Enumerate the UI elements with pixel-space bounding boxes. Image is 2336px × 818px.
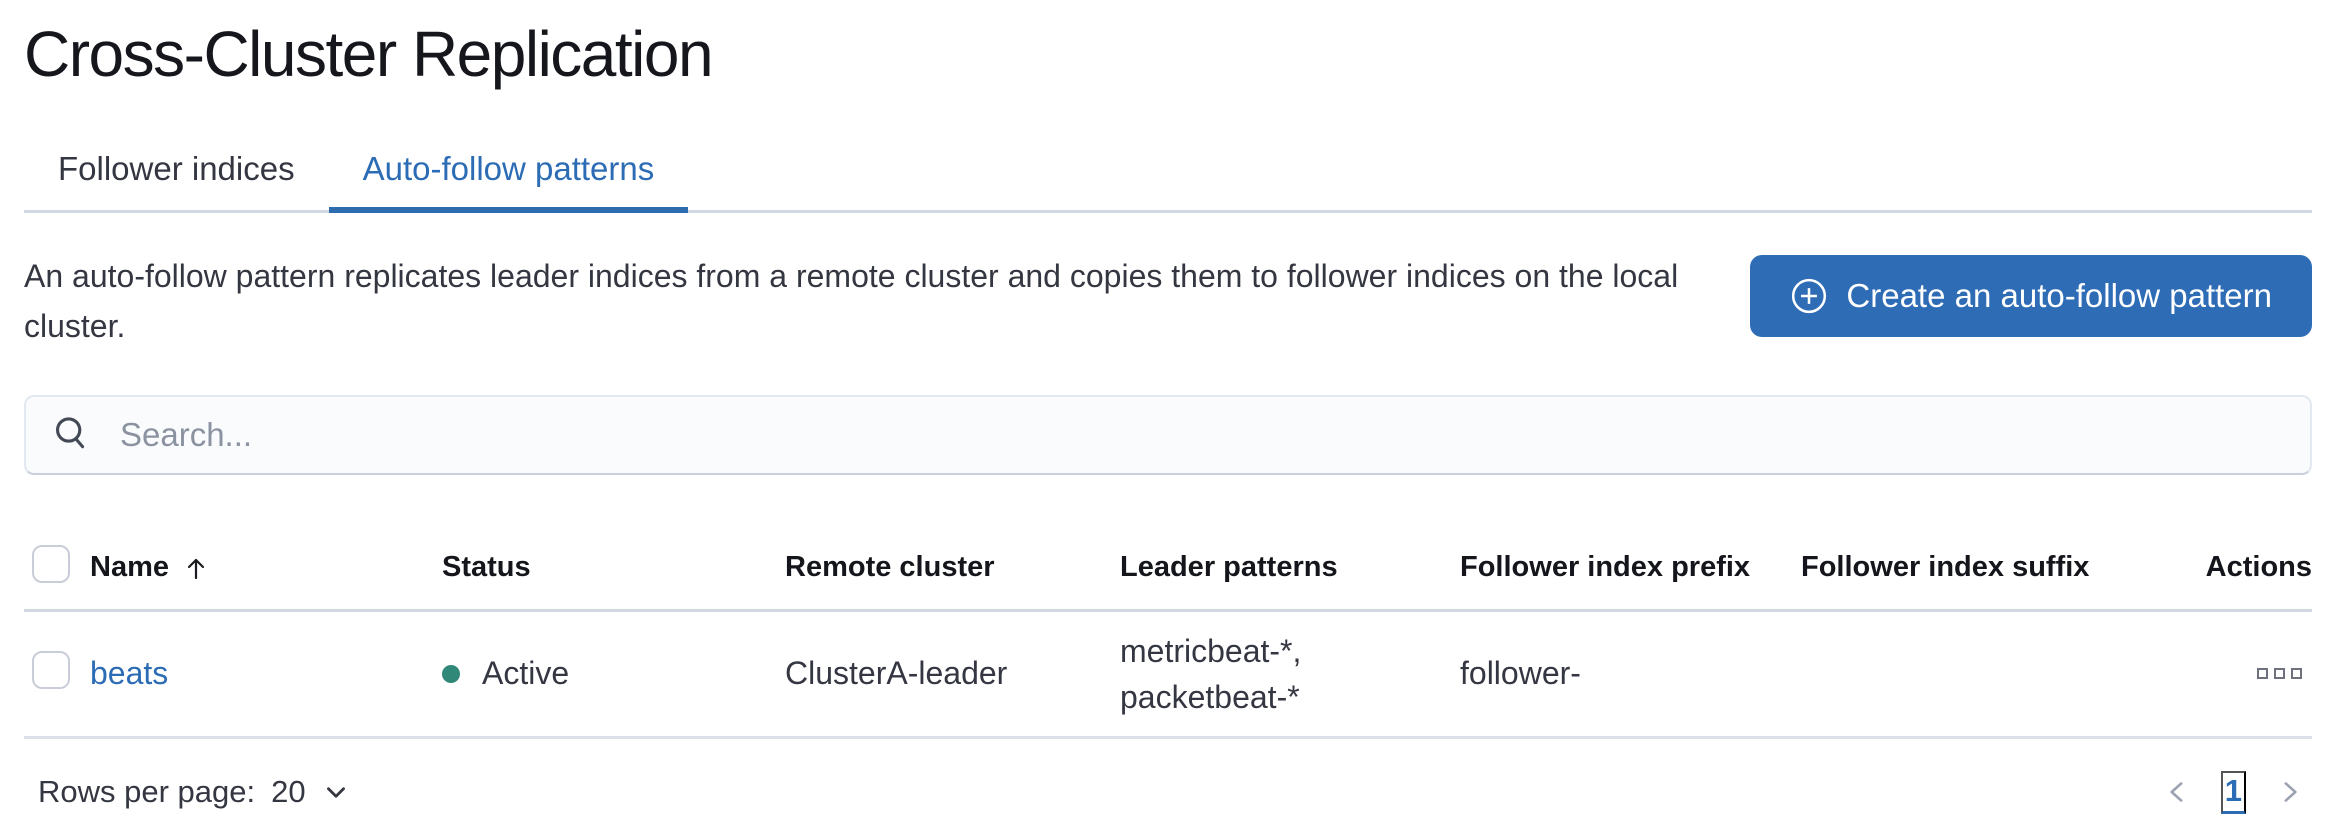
page-title: Cross-Cluster Replication (24, 18, 714, 90)
select-all-checkbox-cell (24, 544, 90, 591)
row-checkbox-cell (24, 650, 90, 697)
status-active-dot-icon (442, 664, 460, 683)
description-text: An auto-follow pattern replicates leader… (24, 257, 1679, 344)
table-header-row: Name Status Remote cluster Leader patter… (24, 533, 2312, 612)
search-input[interactable] (118, 414, 2284, 455)
tab-follower-indices[interactable]: Follower indices (58, 149, 295, 187)
chevron-down-icon (326, 787, 345, 798)
select-all-checkbox[interactable] (32, 544, 70, 583)
column-header-status[interactable]: Status (442, 551, 531, 584)
tab-auto-follow-patterns[interactable]: Auto-follow patterns (328, 150, 689, 213)
status-label: Active (482, 655, 570, 692)
search-icon (56, 416, 85, 448)
row-checkbox[interactable] (32, 650, 70, 689)
column-header-follower-index-suffix[interactable]: Follower index suffix (1801, 551, 2090, 584)
create-button-label: Create an auto-follow pattern (1846, 276, 2272, 314)
column-header-follower-index-prefix[interactable]: Follower index prefix (1460, 551, 1751, 584)
next-page-button[interactable] (2274, 776, 2306, 808)
cross-cluster-replication-page: Cross-Cluster Replication Follower indic… (0, 18, 2336, 814)
column-header-leader-patterns[interactable]: Leader patterns (1120, 551, 1338, 584)
chevron-right-icon (2284, 782, 2297, 802)
leader-pattern-line: metricbeat-*, (1120, 632, 1302, 669)
boxes-horizontal-icon[interactable] (2257, 668, 2302, 680)
intro-section: An auto-follow pattern replicates leader… (24, 251, 2312, 351)
plus-in-circle-icon (1792, 278, 1827, 313)
chevron-left-icon (2170, 782, 2183, 802)
rows-per-page-value: 20 (271, 774, 306, 810)
pattern-name-cell: beats (90, 655, 442, 692)
page-number-button[interactable]: 1 (2220, 770, 2246, 814)
previous-page-button[interactable] (2161, 776, 2193, 808)
search-bar (24, 394, 2312, 475)
follower-index-prefix-cell: follower- (1460, 655, 1581, 692)
tab-bar: Follower indices Auto-follow patterns (24, 150, 2312, 213)
create-auto-follow-pattern-button[interactable]: Create an auto-follow pattern (1750, 254, 2312, 337)
table-row: beats Active ClusterA-leader metricbeat-… (24, 612, 2312, 739)
rows-per-page-button[interactable]: Rows per page: 20 (38, 774, 350, 810)
table-footer: Rows per page: 20 1 (24, 770, 2312, 814)
leader-pattern-line: packetbeat-* (1120, 678, 1300, 715)
column-header-actions: Actions (2205, 551, 2312, 584)
status-cell: Active (442, 655, 785, 692)
column-header-remote-cluster[interactable]: Remote cluster (785, 551, 995, 584)
row-actions-cell (2257, 668, 2312, 680)
pattern-name-link[interactable]: beats (90, 655, 169, 692)
pagination: 1 (2161, 770, 2306, 814)
auto-follow-patterns-table: Name Status Remote cluster Leader patter… (24, 533, 2312, 739)
rows-per-page-label: Rows per page: (38, 774, 256, 810)
remote-cluster-cell: ClusterA-leader (785, 655, 1008, 692)
sort-ascending-arrow-icon (187, 558, 205, 579)
leader-patterns-cell: metricbeat-*, packetbeat-* (1120, 628, 1460, 720)
column-header-name[interactable]: Name (90, 551, 442, 584)
